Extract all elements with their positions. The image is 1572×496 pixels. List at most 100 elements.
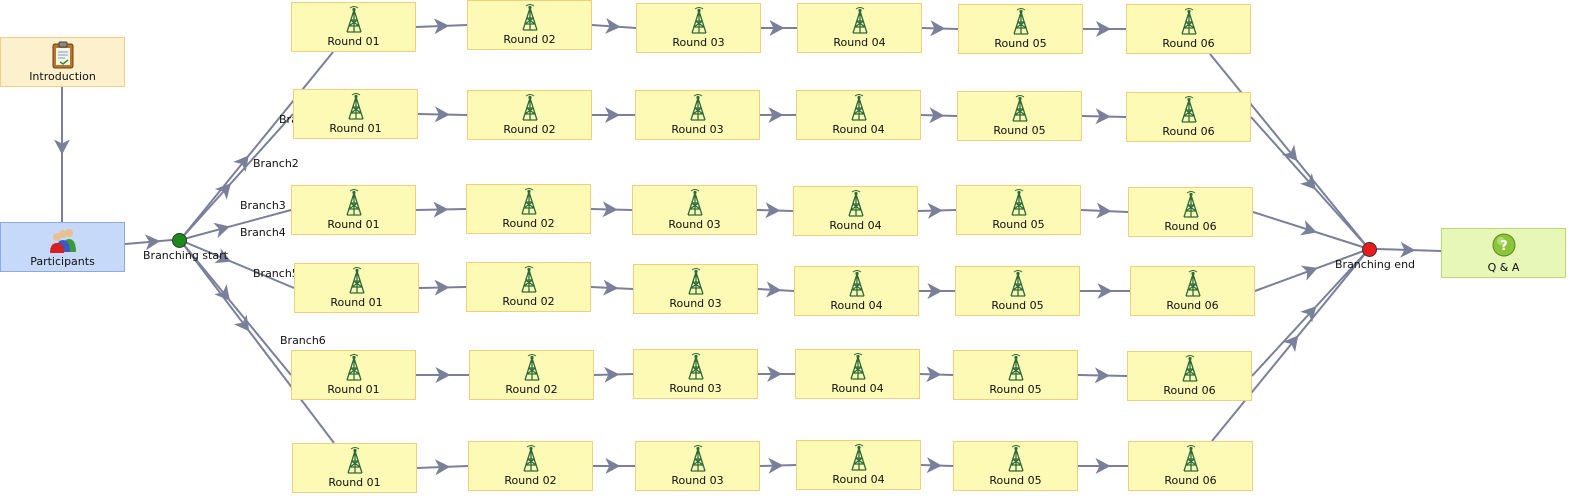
tower-icon	[346, 447, 363, 474]
round-node[interactable]: Round 05	[956, 185, 1081, 235]
round-node[interactable]: Round 03	[635, 441, 760, 491]
qa-node[interactable]: ? Q & A	[1441, 228, 1566, 278]
round-node[interactable]: Round 01	[294, 263, 419, 313]
round-node[interactable]: Round 03	[635, 90, 760, 140]
round-node[interactable]: Round 02	[468, 441, 593, 491]
branching-start-node[interactable]	[172, 233, 187, 248]
arrowhead	[926, 457, 942, 474]
arrowhead	[602, 201, 618, 218]
round-node[interactable]: Round 01	[291, 185, 416, 235]
round-node[interactable]: Round 05	[958, 4, 1083, 54]
arrowhead	[927, 202, 943, 219]
round-node[interactable]: Round 03	[632, 185, 757, 235]
tower-icon	[1009, 270, 1026, 297]
branch-label: Branch2	[253, 157, 299, 170]
arrowhead	[1095, 108, 1111, 125]
round-node[interactable]: Round 02	[467, 90, 592, 140]
round-node[interactable]: Round 01	[291, 2, 416, 52]
tower-icon	[850, 94, 867, 121]
tower-icon	[689, 445, 706, 472]
round-node[interactable]: Round 02	[469, 350, 594, 400]
round-node[interactable]: Round 03	[636, 3, 761, 53]
round-node[interactable]: Round 02	[466, 184, 591, 234]
round-node[interactable]: Round 02	[466, 262, 591, 312]
edge-start-branch	[179, 51, 334, 241]
question-icon: ?	[1492, 233, 1515, 257]
round-label: Round 06	[1164, 220, 1217, 233]
round-label: Round 06	[1164, 474, 1217, 487]
round-label: Round 02	[502, 217, 555, 230]
round-label: Round 02	[505, 383, 558, 396]
round-node[interactable]: Round 05	[953, 441, 1078, 491]
tower-icon	[849, 353, 866, 380]
arrowhead	[765, 281, 782, 298]
tower-icon	[689, 94, 706, 121]
round-label: Round 02	[503, 33, 556, 46]
branching-end-node[interactable]	[1362, 242, 1377, 257]
round-label: Round 05	[992, 218, 1045, 231]
tower-icon	[522, 445, 539, 472]
tower-icon	[345, 189, 362, 216]
round-node[interactable]: Round 05	[957, 91, 1082, 141]
arrowhead	[213, 222, 230, 239]
arrowhead	[1095, 458, 1111, 474]
arrowhead	[433, 201, 449, 218]
round-node[interactable]: Round 03	[633, 349, 758, 399]
introduction-node[interactable]: Introduction	[0, 37, 125, 87]
round-node[interactable]: Round 05	[955, 266, 1080, 316]
round-node[interactable]: Round 02	[467, 0, 592, 50]
round-node[interactable]: Round 06	[1126, 4, 1251, 54]
round-node[interactable]: Round 06	[1128, 187, 1253, 237]
arrowhead	[214, 183, 231, 200]
round-node[interactable]: Round 04	[797, 3, 922, 53]
arrowhead	[605, 458, 621, 474]
round-label: Round 05	[991, 299, 1044, 312]
round-node[interactable]: Round 06	[1128, 441, 1253, 491]
round-node[interactable]: Round 04	[793, 186, 918, 236]
round-node[interactable]: Round 05	[953, 350, 1078, 400]
round-label: Round 01	[329, 122, 382, 135]
tower-icon	[851, 7, 868, 34]
participants-node[interactable]: Participants	[0, 222, 125, 272]
round-label: Round 03	[671, 123, 724, 136]
round-node[interactable]: Round 06	[1126, 92, 1251, 142]
qa-label: Q & A	[1487, 261, 1520, 274]
round-node[interactable]: Round 03	[633, 264, 758, 314]
round-node[interactable]: Round 06	[1127, 351, 1252, 401]
edge-start-branch	[179, 239, 295, 289]
tower-icon	[520, 266, 537, 293]
branching-start-label: Branching start	[143, 249, 228, 262]
round-label: Round 03	[672, 36, 725, 49]
round-node[interactable]: Round 06	[1130, 266, 1255, 316]
edge-branch-end	[1211, 248, 1370, 442]
tower-icon	[1007, 445, 1024, 472]
round-label: Round 02	[502, 295, 555, 308]
arrowhead	[769, 20, 785, 36]
round-label: Round 01	[327, 35, 380, 48]
round-node[interactable]: Round 04	[795, 349, 920, 399]
round-node[interactable]: Round 04	[796, 440, 921, 490]
round-label: Round 01	[327, 383, 380, 396]
tower-icon	[848, 270, 865, 297]
round-label: Round 04	[830, 299, 883, 312]
tower-icon	[1180, 8, 1197, 35]
round-node[interactable]: Round 01	[292, 443, 417, 493]
round-node[interactable]: Round 01	[293, 89, 418, 139]
arrowhead	[434, 279, 450, 296]
round-label: Round 05	[993, 124, 1046, 137]
arrowhead	[604, 366, 620, 383]
round-label: Round 03	[668, 218, 721, 231]
tower-icon	[348, 267, 365, 294]
arrowhead	[1281, 144, 1298, 162]
round-node[interactable]: Round 01	[291, 350, 416, 400]
people-icon	[49, 229, 76, 253]
round-label: Round 01	[328, 476, 381, 489]
tower-icon	[687, 353, 704, 380]
round-label: Round 06	[1162, 37, 1215, 50]
svg-text:?: ?	[1500, 239, 1508, 254]
arrowhead	[434, 106, 450, 123]
round-node[interactable]: Round 04	[796, 90, 921, 140]
round-node[interactable]: Round 04	[794, 266, 919, 316]
